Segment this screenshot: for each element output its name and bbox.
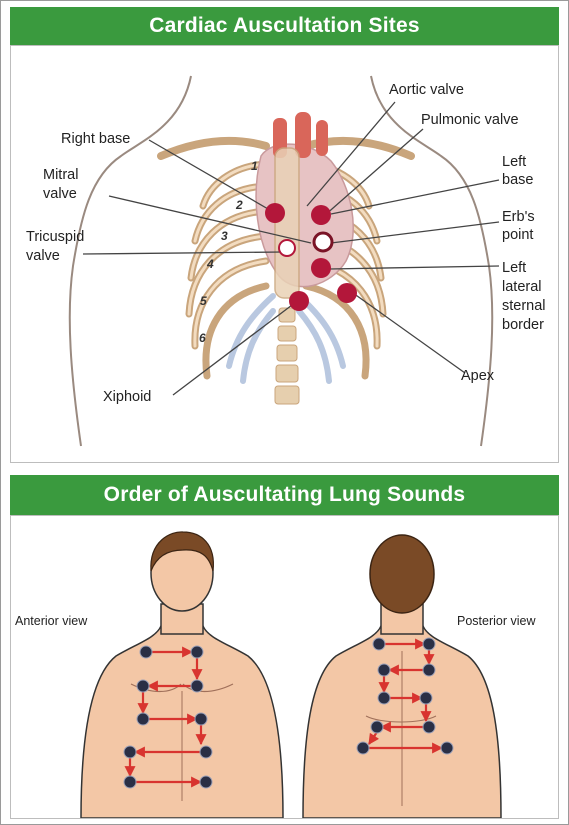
- cardiac-panel: 1 2 3 4 5 6: [10, 45, 559, 463]
- rib-number-2: 2: [235, 198, 243, 212]
- label-tricuspid-line1: Tricuspid: [26, 229, 84, 245]
- rib-number-6: 6: [199, 331, 206, 345]
- left-clavicle: [161, 141, 266, 156]
- site-left-base: [311, 205, 331, 225]
- label-aortic-valve: Aortic valve: [389, 82, 464, 98]
- lung-illustration: Anterior view Posterior view: [11, 516, 558, 818]
- site-erbs-point: [314, 233, 332, 251]
- rib-number-3: 3: [221, 229, 228, 243]
- label-erbs-line1: Erb's: [502, 209, 535, 225]
- label-pulmonic-valve: Pulmonic valve: [421, 112, 519, 128]
- site-tricuspid: [279, 240, 295, 256]
- label-llsb-line4: border: [502, 317, 544, 333]
- label-right-base: Right base: [61, 131, 130, 147]
- posterior-head-hair: [370, 535, 434, 613]
- torso-right-outline: [371, 76, 492, 446]
- rib-number-1: 1: [251, 159, 258, 173]
- lung-panel: Anterior view Posterior view: [10, 515, 559, 819]
- label-tricuspid-line2: valve: [26, 248, 60, 264]
- rib-number-5: 5: [200, 294, 207, 308]
- label-left-base-line1: Left: [502, 154, 526, 170]
- label-anterior-view: Anterior view: [15, 614, 88, 628]
- label-llsb-line2: lateral: [502, 279, 542, 295]
- site-right-base: [265, 203, 285, 223]
- label-llsb-line1: Left: [502, 260, 526, 276]
- cardiac-illustration: 1 2 3 4 5 6: [11, 46, 558, 462]
- spine: [275, 308, 299, 404]
- label-posterior-view: Posterior view: [457, 614, 536, 628]
- label-erbs-line2: point: [502, 227, 533, 243]
- cardiac-title-banner: Cardiac Auscultation Sites: [10, 7, 559, 45]
- label-xiphoid: Xiphoid: [103, 389, 151, 405]
- label-mitral-line2: valve: [43, 186, 77, 202]
- label-llsb-line3: sternal: [502, 298, 546, 314]
- sternum: [275, 148, 299, 298]
- site-apex: [337, 283, 357, 303]
- anterior-figure: [81, 532, 283, 818]
- label-mitral-line1: Mitral: [43, 167, 78, 183]
- site-xiphoid: [289, 291, 309, 311]
- lung-title-banner: Order of Auscultating Lung Sounds: [10, 475, 559, 515]
- vessel-right: [316, 120, 328, 156]
- site-left-lateral-sternal-border: [311, 258, 331, 278]
- label-left-base-line2: base: [502, 172, 533, 188]
- posterior-figure: [303, 535, 501, 818]
- label-apex: Apex: [461, 368, 495, 384]
- rib-number-4: 4: [206, 257, 214, 271]
